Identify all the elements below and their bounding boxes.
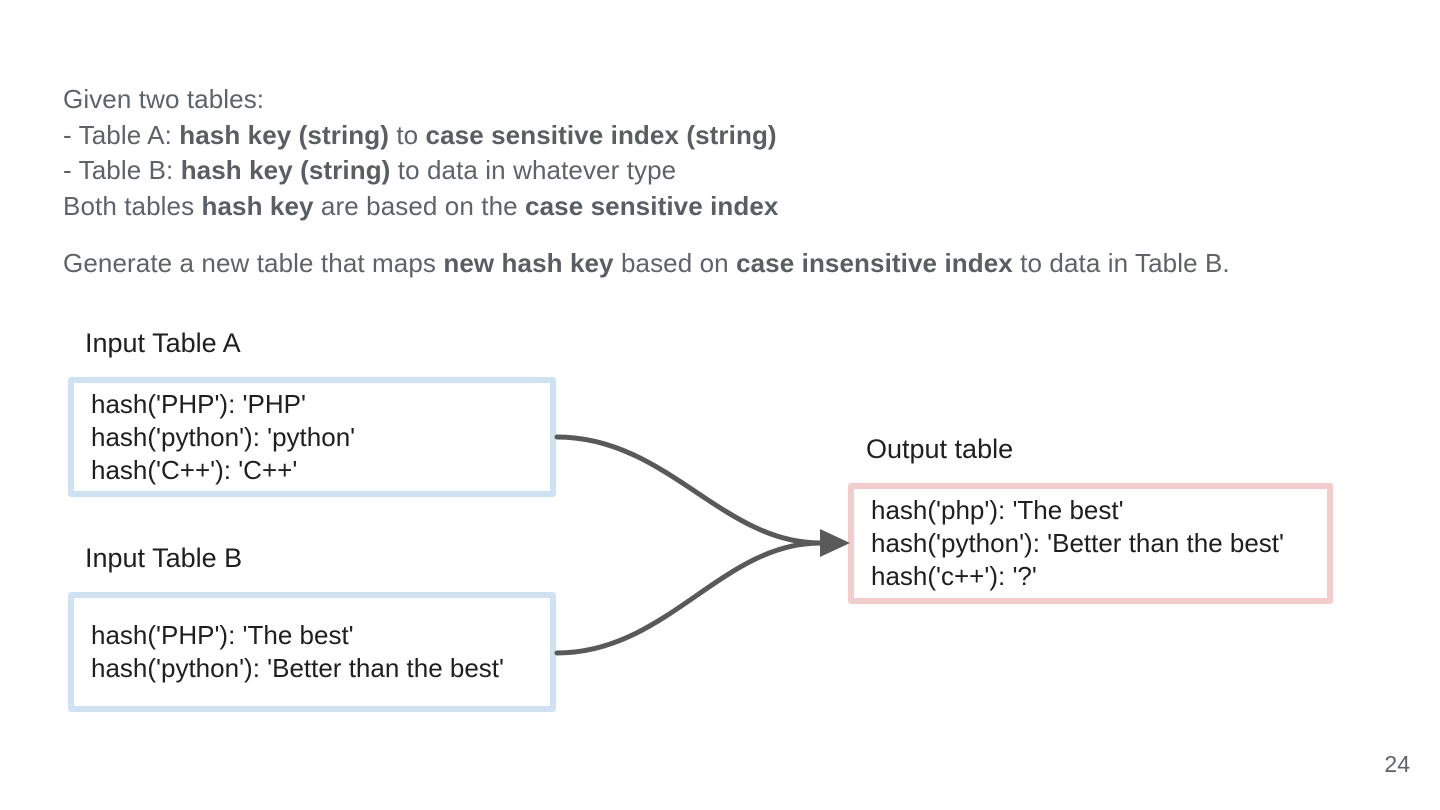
merge-arrows-graphic <box>554 434 850 656</box>
input-table-a-box: hash('PHP'): 'PHP' hash('python'): 'pyth… <box>68 377 556 497</box>
arrow-from-table-a-icon <box>554 434 823 546</box>
text-segment: Generate a new table that maps <box>63 248 444 278</box>
text-segment: - Table A: <box>63 119 180 150</box>
text-segment: to <box>389 119 426 150</box>
problem-description: Given two tables: - Table A: hash key (s… <box>63 82 779 224</box>
table-row: hash('python'): 'Better than the best' <box>91 653 504 683</box>
text-segment: based on <box>613 248 737 278</box>
text-segment: Both tables <box>63 190 202 221</box>
task-description: Generate a new table that maps new hash … <box>63 246 1230 282</box>
output-table-box: hash('php'): 'The best' hash('python'): … <box>848 483 1333 604</box>
input-table-b-label: Input Table B <box>85 543 243 573</box>
text-segment-bold: hash key <box>201 190 314 221</box>
arrow-from-table-b-icon <box>554 540 823 656</box>
text-segment: - Table B: <box>63 155 181 185</box>
text-segment: to data in whatever type <box>390 155 677 185</box>
table-row: hash('python'): 'python' <box>91 421 356 452</box>
intro-line-1: Given two tables: <box>63 82 779 118</box>
input-table-a-label: Input Table A <box>85 328 241 358</box>
text-segment-bold: hash key (string) <box>180 155 391 185</box>
output-table-label: Output table <box>866 434 1014 464</box>
arrowhead-icon <box>820 529 850 557</box>
text-segment: Given two tables: <box>63 84 265 114</box>
intro-line-4: Both tables hash key are based on the ca… <box>63 189 779 225</box>
table-row: hash('php'): 'The best' <box>871 495 1124 525</box>
table-row: hash('python'): 'Better than the best' <box>871 528 1284 558</box>
text-segment-bold: case insensitive index <box>736 248 1013 278</box>
table-row: hash('PHP'): 'PHP' <box>91 388 306 419</box>
page-number: 24 <box>1384 751 1410 777</box>
table-row: hash('C++'): 'C++' <box>91 454 298 485</box>
text-segment: are based on the <box>313 190 526 221</box>
input-table-b-box: hash('PHP'): 'The best' hash('python'): … <box>68 592 556 712</box>
text-segment-bold: hash key (string) <box>179 119 390 150</box>
text-segment-bold: case sensitive index <box>525 190 779 221</box>
intro-line-2: - Table A: hash key (string) to case sen… <box>63 118 779 154</box>
text-segment-bold: new hash key <box>443 248 614 278</box>
table-row: hash('PHP'): 'The best' <box>91 620 354 650</box>
intro-line-3: - Table B: hash key (string) to data in … <box>63 153 779 189</box>
text-segment: to data in Table B. <box>1012 248 1230 278</box>
text-segment-bold: case sensitive index (string) <box>425 119 777 150</box>
table-row: hash('c++'): '?' <box>871 561 1037 591</box>
